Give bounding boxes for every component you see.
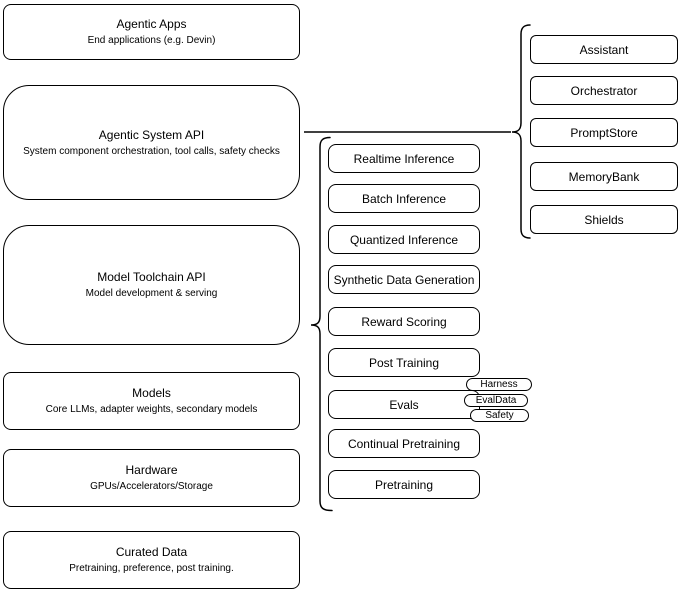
tag-label: Harness (480, 379, 518, 390)
node-synthetic-data-generation: Synthetic Data Generation (328, 265, 480, 294)
node-curated-data: Curated Data Pretraining, preference, po… (3, 531, 300, 589)
node-label: Post Training (368, 355, 440, 370)
node-title: Agentic Apps (116, 17, 187, 31)
node-subtitle: Model development & serving (85, 288, 218, 299)
tag-label: Safety (485, 410, 514, 421)
node-label: Realtime Inference (353, 151, 455, 166)
node-pretraining: Pretraining (328, 470, 480, 499)
node-model-toolchain-api: Model Toolchain API Model development & … (3, 225, 300, 345)
node-subtitle: GPUs/Accelerators/Storage (90, 481, 213, 492)
node-label: Evals (389, 397, 419, 412)
node-label: PromptStore (570, 125, 638, 140)
node-reward-scoring: Reward Scoring (328, 307, 480, 336)
node-label: Synthetic Data Generation (333, 272, 475, 287)
node-agentic-apps: Agentic Apps End applications (e.g. Devi… (3, 4, 300, 60)
node-subtitle: System component orchestration, tool cal… (23, 145, 280, 157)
node-subtitle: Pretraining, preference, post training. (69, 563, 234, 574)
tag-label: EvalData (475, 395, 517, 406)
node-agentic-system-api: Agentic System API System component orch… (3, 85, 300, 200)
node-continual-pretraining: Continual Pretraining (328, 429, 480, 458)
node-shields: Shields (530, 205, 678, 234)
node-title: Curated Data (115, 545, 188, 559)
node-orchestrator: Orchestrator (530, 76, 678, 105)
node-realtime-inference: Realtime Inference (328, 144, 480, 173)
node-title: Model Toolchain API (97, 270, 206, 284)
node-subtitle: Core LLMs, adapter weights, secondary mo… (45, 404, 258, 415)
node-models: Models Core LLMs, adapter weights, secon… (3, 372, 300, 430)
node-label: Pretraining (374, 477, 434, 492)
node-label: MemoryBank (568, 169, 640, 184)
node-label: Orchestrator (570, 83, 638, 98)
node-assistant: Assistant (530, 35, 678, 64)
tag-safety: Safety (470, 409, 529, 422)
node-subtitle: End applications (e.g. Devin) (87, 35, 216, 46)
node-batch-inference: Batch Inference (328, 184, 480, 213)
node-post-training: Post Training (328, 348, 480, 377)
tag-evaldata: EvalData (464, 394, 528, 407)
node-label: Quantized Inference (349, 232, 459, 247)
node-label: Batch Inference (361, 191, 447, 206)
node-quantized-inference: Quantized Inference (328, 225, 480, 254)
node-title: Hardware (125, 463, 178, 477)
node-evals: Evals (328, 390, 480, 419)
node-title: Models (132, 386, 171, 400)
node-promptstore: PromptStore (530, 118, 678, 147)
node-label: Continual Pretraining (347, 436, 461, 451)
node-memorybank: MemoryBank (530, 162, 678, 191)
node-title: Agentic System API (98, 127, 205, 142)
node-label: Reward Scoring (361, 314, 447, 329)
system-components-brace (511, 24, 531, 239)
tag-harness: Harness (466, 378, 532, 391)
node-label: Assistant (579, 42, 629, 57)
node-label: Shields (584, 212, 624, 227)
node-hardware: Hardware GPUs/Accelerators/Storage (3, 449, 300, 507)
